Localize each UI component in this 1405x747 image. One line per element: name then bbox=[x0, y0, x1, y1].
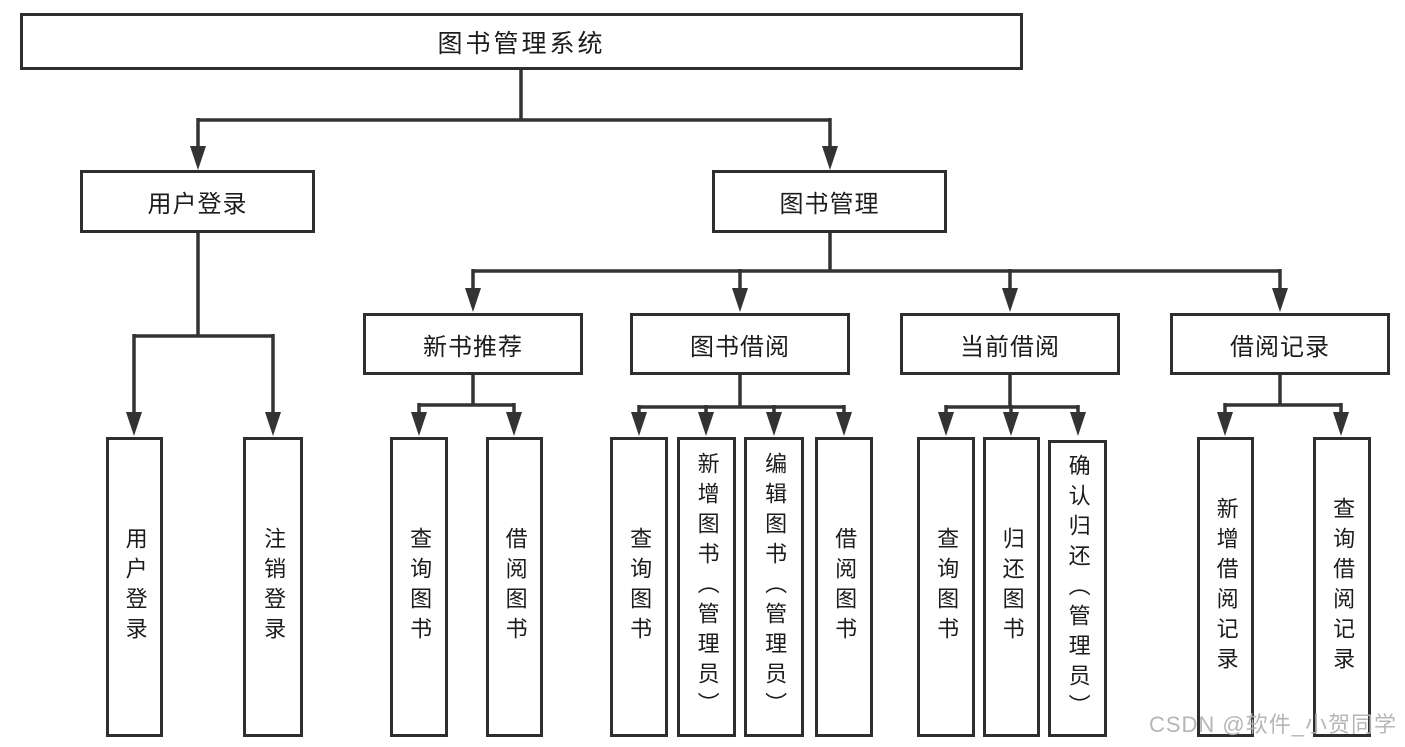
node-label: 新增借阅记录 bbox=[1213, 497, 1239, 677]
node-book-borrowing: 图书借阅 bbox=[630, 313, 850, 375]
node-label: 归还图书 bbox=[999, 527, 1025, 647]
node-query-borrow-record: 查询借阅记录 bbox=[1313, 437, 1371, 737]
node-label: 查询图书 bbox=[407, 527, 433, 647]
node-edit-books-admin: 编辑图书（管理员） bbox=[744, 437, 804, 737]
arrowhead-icons bbox=[126, 146, 1349, 436]
node-label: 图书管理系统 bbox=[437, 29, 606, 58]
node-add-books-admin: 新增图书（管理员） bbox=[677, 437, 736, 737]
node-label: 查询图书 bbox=[627, 527, 653, 647]
watermark: CSDN @软件_小贺同学 bbox=[1148, 712, 1397, 737]
node-label: 借阅图书 bbox=[502, 527, 528, 647]
node-label: 编辑图书（管理员） bbox=[762, 452, 788, 722]
node-library-management-system: 图书管理系统 bbox=[20, 13, 1023, 70]
node-query-books-current: 查询图书 bbox=[917, 437, 975, 737]
node-current-borrowing: 当前借阅 bbox=[900, 313, 1120, 375]
node-book-management: 图书管理 bbox=[712, 170, 947, 233]
node-user-login-leaf: 用户登录 bbox=[106, 437, 163, 737]
node-label: 借阅记录 bbox=[1230, 333, 1330, 361]
node-user-login: 用户登录 bbox=[80, 170, 315, 233]
node-label: 当前借阅 bbox=[960, 333, 1060, 361]
node-label: 借阅图书 bbox=[832, 527, 858, 647]
node-query-books-recommend: 查询图书 bbox=[390, 437, 448, 737]
node-label: 图书借阅 bbox=[690, 333, 790, 361]
node-add-borrow-record: 新增借阅记录 bbox=[1197, 437, 1254, 737]
node-label: 用户登录 bbox=[147, 191, 248, 218]
node-new-book-recommendation: 新书推荐 bbox=[363, 313, 583, 375]
node-borrow-books-leaf: 借阅图书 bbox=[815, 437, 873, 737]
node-borrowing-records: 借阅记录 bbox=[1170, 313, 1390, 375]
node-label: 注销登录 bbox=[261, 527, 287, 647]
node-borrow-books-recommend: 借阅图书 bbox=[486, 437, 543, 737]
node-label: 新书推荐 bbox=[423, 333, 523, 361]
node-label: 确认归还（管理员） bbox=[1065, 453, 1091, 724]
node-logout: 注销登录 bbox=[243, 437, 303, 737]
node-confirm-return-admin: 确认归还（管理员） bbox=[1048, 440, 1107, 737]
node-label: 用户登录 bbox=[122, 527, 148, 647]
node-query-books-borrowing: 查询图书 bbox=[610, 437, 668, 737]
node-label: 查询图书 bbox=[934, 527, 960, 647]
node-return-books: 归还图书 bbox=[983, 437, 1040, 737]
node-label: 新增图书（管理员） bbox=[694, 452, 720, 722]
node-label: 图书管理 bbox=[779, 191, 880, 218]
node-label: 查询借阅记录 bbox=[1330, 497, 1356, 677]
